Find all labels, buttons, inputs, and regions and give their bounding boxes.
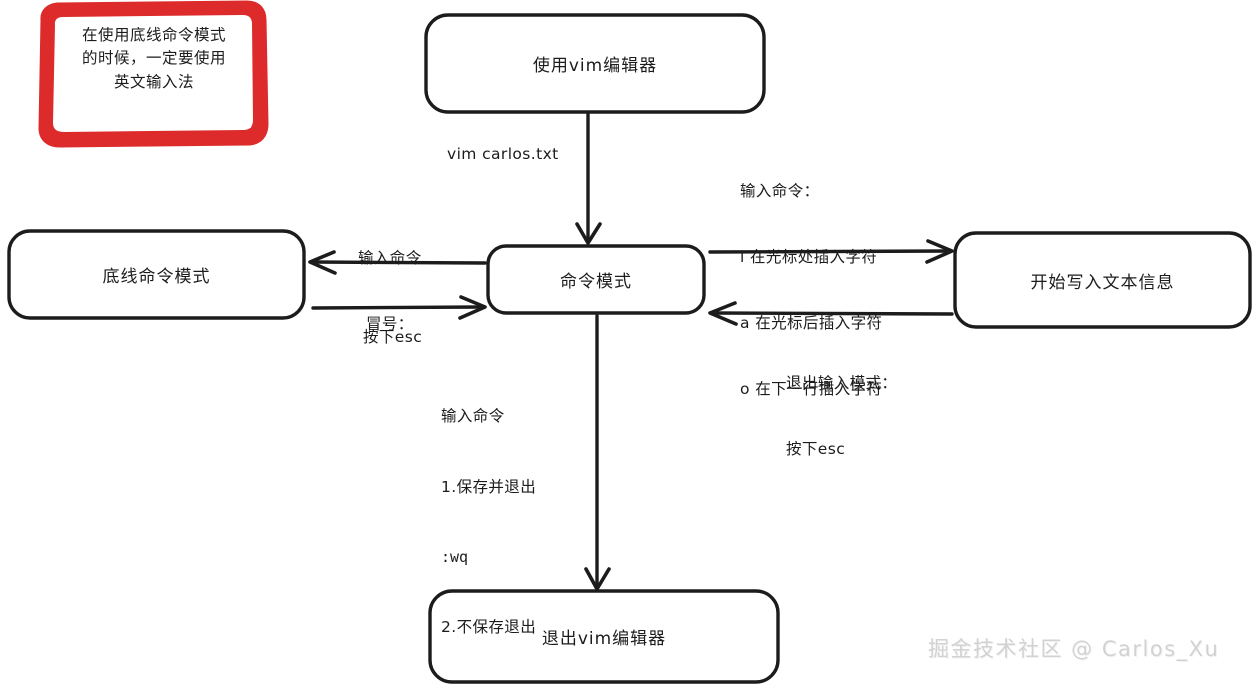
warning-note-line-1: 在使用底线命令模式 (81, 26, 226, 44)
edge-label-to-exit-line-2: 1.保存并退出 (441, 477, 537, 496)
edge-label-to-insert-line-3: a 在光标后插入字符 (740, 314, 883, 332)
watermark: 掘金技术社区 @ Carlos_Xu (928, 637, 1220, 661)
warning-note-line-3: 英文输入法 (113, 72, 194, 91)
edge-label-to-insert-line-2: i 在光标处插入字符 (740, 248, 878, 266)
node-label-insert-mode[interactable]: 开始写入文本信息 (1030, 272, 1175, 293)
edge-label-to-exit-line-4: 2.不保存退出 (441, 618, 537, 637)
warning-note-text: 在使用底线命令模式 的时候，一定要使用 英文输入法 (56, 24, 252, 94)
node-label-last-line-mode[interactable]: 底线命令模式 (102, 267, 211, 287)
edge-label-to-last-line-line-1: 输入命令 (358, 249, 422, 267)
edge-label-back-from-insert-line-2: 按下esc (786, 440, 846, 458)
edge-label-to-exit-line-3: :wq (441, 548, 469, 567)
edge-label-back-from-last-line: 按下esc (363, 328, 423, 346)
warning-note-line-2: 的时候，一定要使用 (81, 49, 226, 68)
edge-label-back-from-insert: 退出输入模式： 按下esc (786, 328, 897, 504)
edge-label-to-last-line: 输入命令 冒号： (358, 203, 422, 379)
arrow-command-to-exit (584, 314, 611, 591)
node-label-exit[interactable]: 退出vim编辑器 (541, 629, 667, 649)
edge-label-to-exit-line-5: :q (441, 687, 552, 693)
edge-label-to-exit-line-1: 输入命令 (441, 407, 505, 426)
edge-label-to-last-line-line-2: 冒号： (365, 315, 414, 333)
edge-label-to-insert: 输入命令： i 在光标处插入字符 a 在光标后插入字符 o 在下一行插入字符 (740, 136, 882, 444)
node-label-command-mode[interactable]: 命令模式 (560, 272, 632, 292)
edge-label-to-exit: 输入命令 1.保存并退出 :wq 2.不保存退出 :q 3.强制保存退出 :wq… (441, 358, 552, 693)
edge-label-back-from-insert-line-1: 退出输入模式： (786, 374, 898, 392)
edge-label-to-insert-line-1: 输入命令： (740, 182, 820, 200)
arrow-start-to-command-mode (575, 112, 602, 245)
edge-label-open-file: vim carlos.txt (447, 145, 559, 163)
node-label-start[interactable]: 使用vim编辑器 (532, 56, 658, 76)
edge-label-to-insert-line-4: o 在下一行插入字符 (740, 380, 883, 398)
